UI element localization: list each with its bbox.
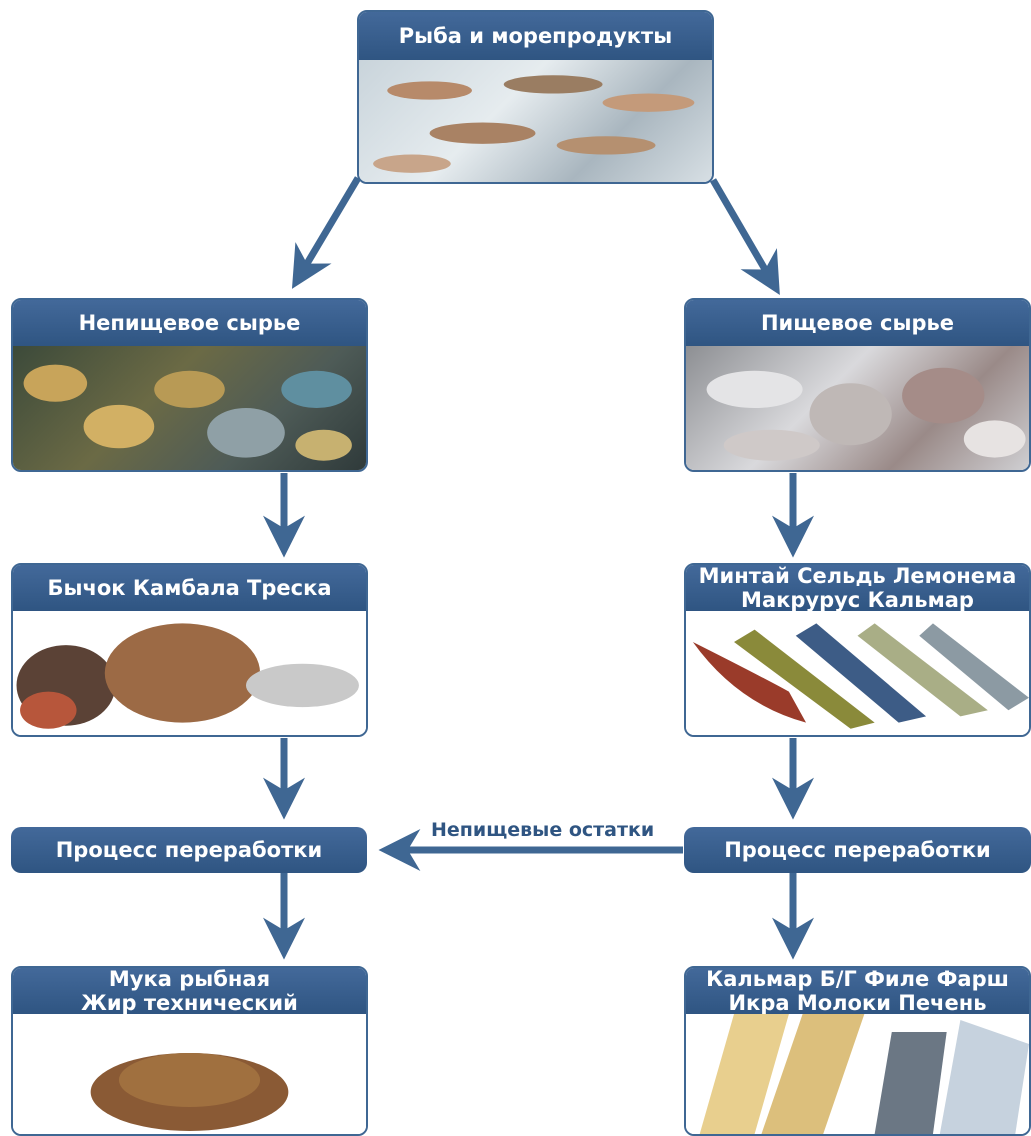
- fish-meal-image: [13, 1014, 366, 1134]
- pollock-herring-squid-image: [686, 611, 1029, 735]
- node-product-left: Мука рыбная Жир технический: [11, 966, 368, 1136]
- node-product-left-line1: Мука рыбная: [108, 967, 271, 991]
- edge-label-nonfood-residue: Непищевые остатки: [431, 819, 655, 841]
- node-food-raw-title: Пищевое сырье: [686, 300, 1029, 346]
- frozen-products-image: [686, 1014, 1029, 1134]
- cod-fish-image: [686, 346, 1029, 470]
- node-product-right-title: Кальмар Б/Г Филе Фарш Икра Молоки Печень: [686, 967, 1029, 1015]
- arrow-root-to-nonfood: [291, 176, 362, 289]
- node-nonfood-species-title: Бычок Камбала Треска: [13, 565, 366, 611]
- process-right: Процесс переработки: [684, 827, 1031, 873]
- node-product-right-line2: Икра Молоки Печень: [728, 991, 987, 1015]
- fish-on-ice-image: [359, 60, 712, 182]
- goby-flounder-cod-image: [13, 611, 366, 735]
- node-food-raw: Пищевое сырье: [684, 298, 1031, 472]
- node-root: Рыба и морепродукты: [357, 10, 714, 184]
- node-product-right: Кальмар Б/Г Филе Фарш Икра Молоки Печень: [684, 966, 1031, 1136]
- node-nonfood-raw: Непищевое сырье: [11, 298, 368, 472]
- node-root-title: Рыба и морепродукты: [359, 12, 712, 60]
- node-food-species-line1: Минтай Сельдь Лемонема: [698, 564, 1017, 588]
- arrow-root-to-food: [709, 178, 780, 295]
- node-product-right-line1: Кальмар Б/Г Филе Фарш: [706, 967, 1009, 991]
- node-product-left-line2: Жир технический: [81, 991, 298, 1015]
- mixed-fish-image: [13, 346, 366, 470]
- node-product-left-title: Мука рыбная Жир технический: [13, 967, 366, 1015]
- node-nonfood-species: Бычок Камбала Треска: [11, 563, 368, 737]
- node-nonfood-raw-title: Непищевое сырье: [13, 300, 366, 346]
- node-food-species: Минтай Сельдь Лемонема Макрурус Кальмар: [684, 563, 1031, 737]
- node-food-species-title: Минтай Сельдь Лемонема Макрурус Кальмар: [686, 564, 1029, 612]
- node-food-species-line2: Макрурус Кальмар: [741, 588, 974, 612]
- process-left: Процесс переработки: [11, 827, 367, 873]
